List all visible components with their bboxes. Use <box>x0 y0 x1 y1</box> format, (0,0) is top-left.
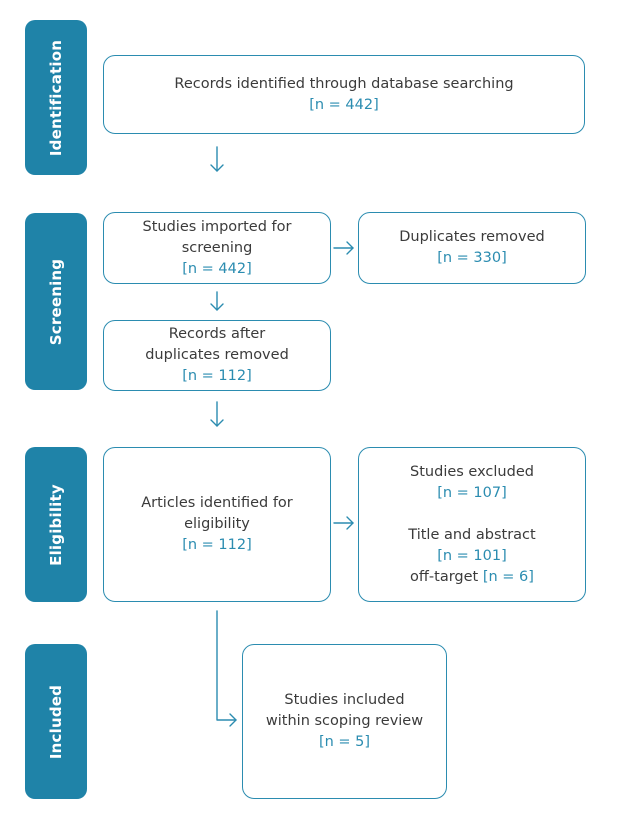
studies-imported-line2: screening <box>181 239 253 256</box>
duplicates-removed-count: [n = 330] <box>437 250 507 266</box>
studies-excluded-count: [n = 107] <box>437 484 507 501</box>
articles-identified-line2: eligibility <box>184 516 250 532</box>
records-identified-label: Records identified through database sear… <box>174 75 514 92</box>
records-identified-box: Records identified through database sear… <box>103 55 585 134</box>
title-abstract-count: [n = 101] <box>437 547 507 564</box>
offtarget-count: [n = 6] <box>482 568 534 585</box>
studies-imported-count: [n = 442] <box>182 260 252 277</box>
offtarget-label: off-target <box>410 568 479 585</box>
title-abstract-label: Title and abstract <box>408 526 536 543</box>
studies-included-line2: within scoping review <box>265 713 424 729</box>
studies-included-count: [n = 5] <box>318 734 371 750</box>
stage-included: Included <box>25 644 87 799</box>
studies-excluded-box: Studies excluded [n = 107] Title and abs… <box>358 447 586 602</box>
arrow-imported-to-duplicates <box>333 241 354 255</box>
studies-imported-line1: Studies imported for <box>142 218 292 235</box>
articles-identified-box: Articles identified for eligibility [n =… <box>103 447 331 602</box>
articles-identified-count: [n = 112] <box>182 537 252 553</box>
articles-identified-line1: Articles identified for <box>141 495 293 511</box>
arrow-imported-to-records-after <box>210 291 224 311</box>
stage-eligibility: Eligibility <box>25 447 87 602</box>
records-after-count: [n = 112] <box>182 368 252 384</box>
duplicates-removed-box: Duplicates removed [n = 330] <box>358 212 586 284</box>
offtarget-line: off-target [n = 6] <box>410 567 534 588</box>
studies-included-box: Studies included within scoping review [… <box>242 644 447 799</box>
records-after-line2: duplicates removed <box>145 347 289 363</box>
records-after-line1: Records after <box>168 326 266 342</box>
arrow-identified-to-imported <box>210 146 224 172</box>
arrow-records-after-to-articles <box>210 401 224 427</box>
stage-screening: Screening <box>25 213 87 390</box>
records-identified-count: [n = 442] <box>309 96 379 113</box>
records-after-box: Records after duplicates removed [n = 11… <box>103 320 331 391</box>
studies-excluded-label: Studies excluded <box>410 463 534 480</box>
arrow-articles-to-included <box>216 610 237 727</box>
studies-included-line1: Studies included <box>284 692 405 708</box>
studies-imported-box: Studies imported for screening [n = 442] <box>103 212 331 284</box>
duplicates-removed-label: Duplicates removed <box>399 229 545 245</box>
arrow-articles-to-excluded <box>333 516 354 530</box>
stage-identification: Identification <box>25 20 87 175</box>
